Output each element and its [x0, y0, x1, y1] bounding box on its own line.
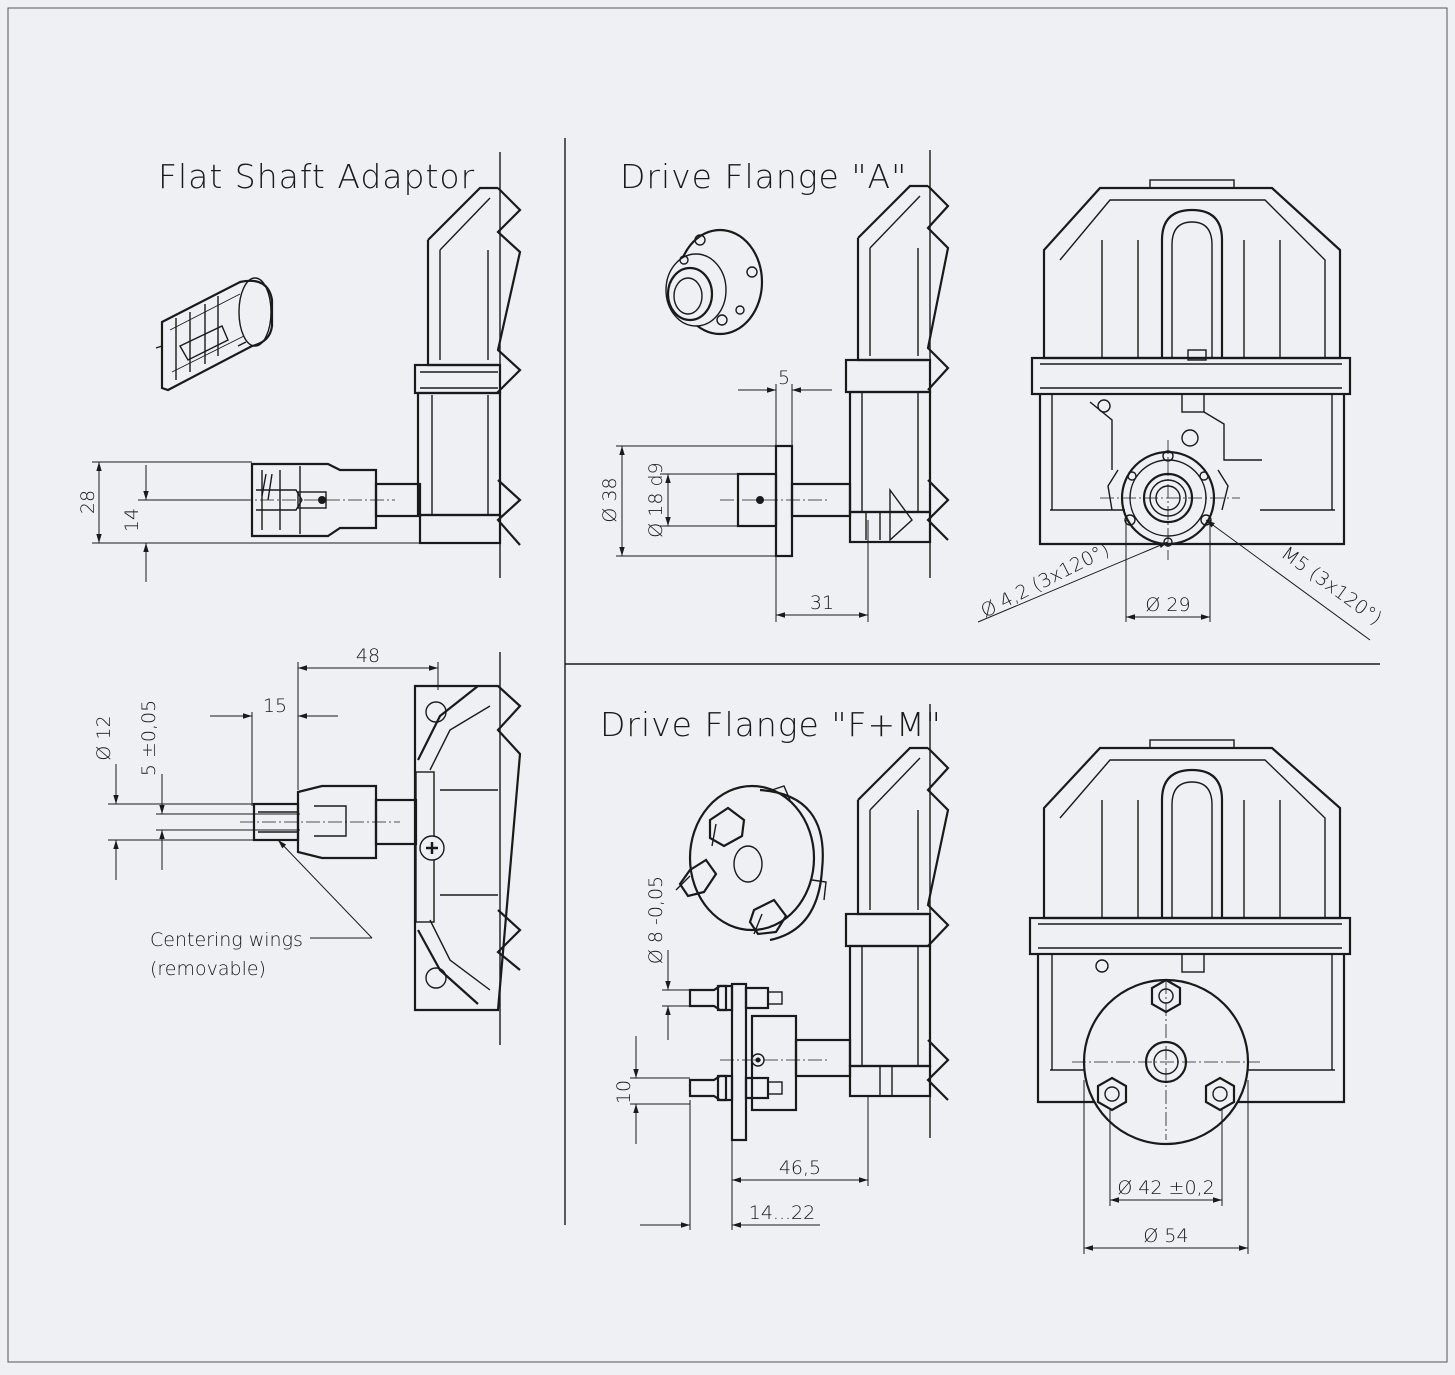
- dim-a-d38: Ø 38: [599, 445, 776, 557]
- svg-text:14: 14: [121, 508, 143, 532]
- dim-fm-1422: 14...22: [640, 1100, 820, 1230]
- title-flange-a: Drive Flange "A": [620, 157, 907, 196]
- dim-15: 15: [210, 695, 338, 806]
- flange-fm-iso-view: [675, 784, 827, 942]
- dim-48: 48: [297, 645, 439, 790]
- svg-text:5 ±0,05: 5 ±0,05: [138, 700, 160, 776]
- svg-text:Ø 4,2 (3x120°): Ø 4,2 (3x120°): [977, 539, 1113, 623]
- dim-fm-10: 10: [613, 1036, 690, 1144]
- flat-shaft-side-actuator: [413, 152, 522, 578]
- svg-text:5: 5: [778, 367, 790, 389]
- dim-a-5: 5: [738, 367, 832, 446]
- svg-text:Ø 29: Ø 29: [1145, 594, 1190, 616]
- title-flange-fm: Drive Flange "F+M": [600, 705, 942, 744]
- svg-text:46,5: 46,5: [779, 1157, 821, 1179]
- centering-wings-note: Centering wings (removable): [150, 839, 373, 980]
- svg-text:31: 31: [810, 592, 834, 614]
- dim-5-tol: 5 ±0,05: [138, 700, 300, 870]
- dim-14: 14: [121, 465, 250, 582]
- title-flat-shaft: Flat Shaft Adaptor: [158, 157, 475, 196]
- flat-shaft-top-view: [252, 652, 522, 1045]
- flange-fm-front-actuator: [1028, 739, 1352, 1146]
- svg-text:48: 48: [356, 645, 380, 667]
- svg-text:Ø 12: Ø 12: [93, 715, 115, 760]
- svg-text:M5 (3x120°): M5 (3x120°): [1277, 542, 1386, 629]
- flange-a-iso-view: [665, 228, 764, 336]
- dim-fm-465: 46,5: [731, 1096, 869, 1230]
- flange-a-side-actuator: [736, 150, 950, 578]
- svg-text:Ø 42 ±0,2: Ø 42 ±0,2: [1117, 1177, 1214, 1199]
- dim-a-d18: Ø 18 d9: [645, 462, 738, 538]
- svg-text:Ø 54: Ø 54: [1143, 1225, 1188, 1247]
- svg-text:14...22: 14...22: [749, 1202, 815, 1224]
- flange-fm-side-actuator: [688, 704, 950, 1142]
- svg-text:Ø 38: Ø 38: [599, 477, 621, 522]
- svg-text:Ø 8 -0,05: Ø 8 -0,05: [645, 876, 667, 964]
- sheet-border: [7, 7, 1448, 1363]
- svg-text:(removable): (removable): [150, 958, 266, 980]
- dim-a-m5: M5 (3x120°): [1205, 519, 1386, 641]
- svg-text:Ø 18 d9: Ø 18 d9: [645, 462, 667, 537]
- dim-a-31: 31: [775, 520, 869, 622]
- dim-a-d42: Ø 4,2 (3x120°): [977, 539, 1169, 623]
- svg-text:10: 10: [613, 1080, 635, 1104]
- svg-text:Centering wings: Centering wings: [150, 929, 303, 951]
- dim-d12: Ø 12: [93, 715, 258, 880]
- dim-a-d29: Ø 29: [1125, 520, 1211, 622]
- dim-28: 28: [77, 461, 440, 544]
- flat-shaft-iso-view: [155, 277, 274, 392]
- svg-text:15: 15: [263, 695, 287, 717]
- svg-text:28: 28: [77, 490, 99, 514]
- dim-fm-d54: Ø 54: [1083, 1080, 1249, 1254]
- dim-fm-d8: Ø 8 -0,05: [645, 876, 690, 1040]
- dim-fm-d42: Ø 42 ±0,2: [1109, 1110, 1223, 1206]
- flange-a-front-actuator: [1030, 179, 1352, 547]
